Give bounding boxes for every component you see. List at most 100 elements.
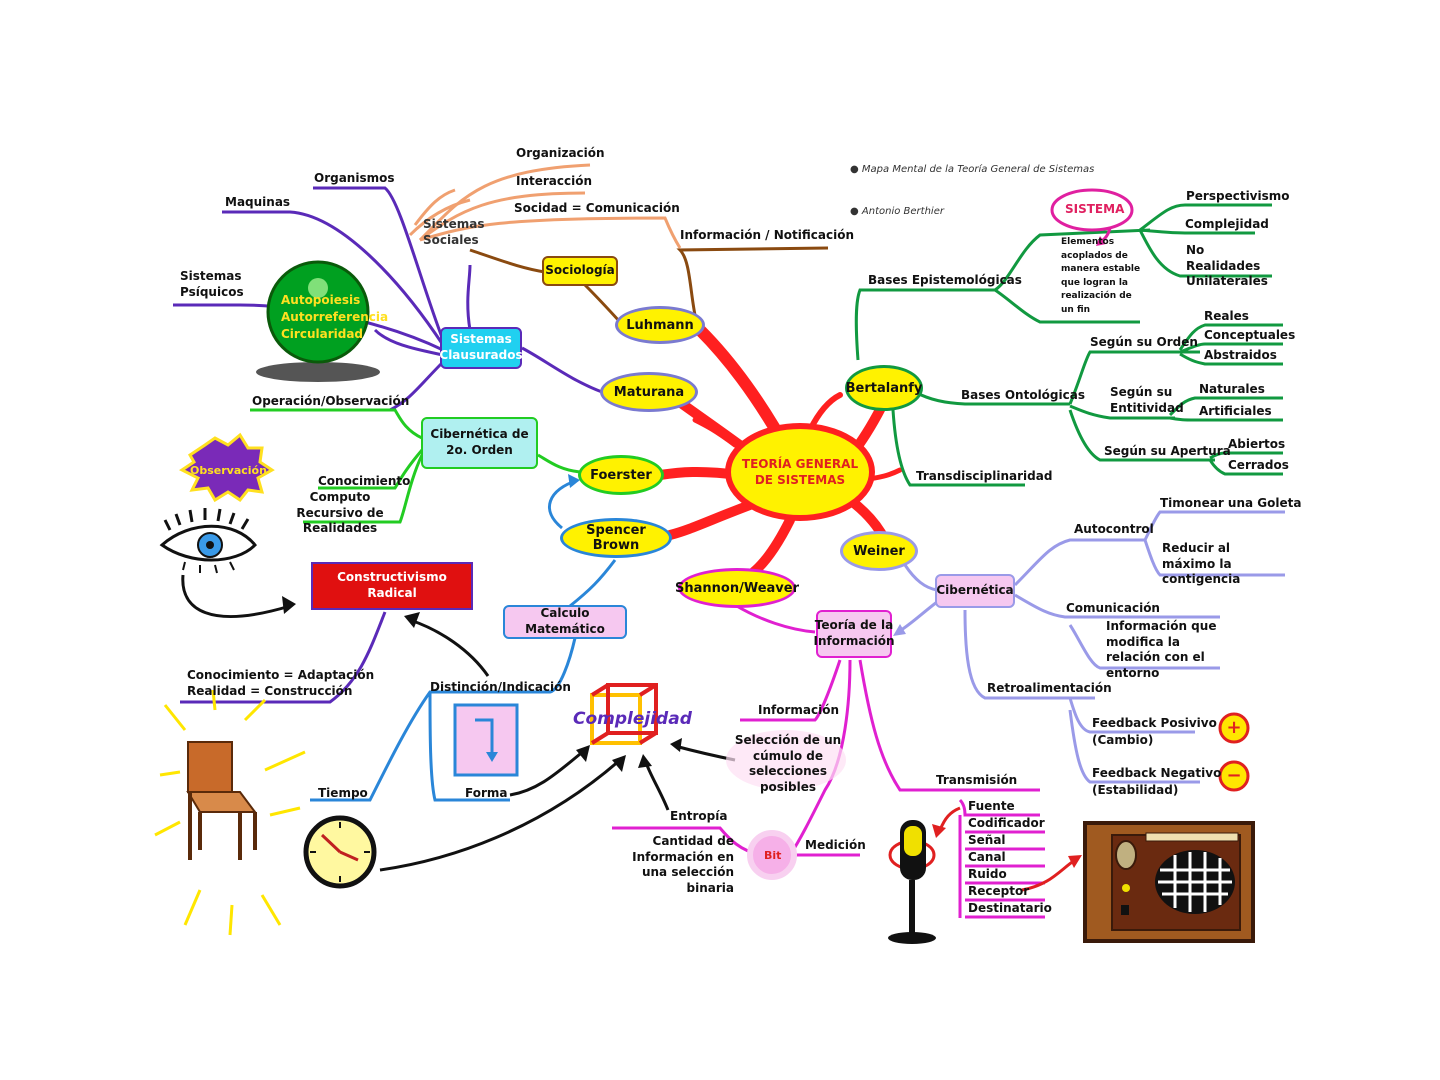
perspectivismo-label: Perspectivismo: [1186, 189, 1290, 203]
shannon-lines: [612, 603, 1045, 919]
radio-arrowhead: [1068, 855, 1082, 868]
weiner-lines: [903, 510, 1285, 784]
black-arrowheads: [282, 596, 682, 772]
foerster-lines: [250, 408, 581, 524]
spencer-brown-node[interactable]: Spencer Brown: [560, 518, 672, 558]
sistemas-sociales-label: Sistemas Sociales: [423, 217, 485, 247]
cantidad-informacion-label: Cantidad de Información en una selección…: [632, 834, 734, 895]
transmision-item: Receptor: [968, 884, 1030, 898]
autopoiesis-circle: [266, 260, 370, 364]
bases-epistemologicas-label: Bases Epistemológicas: [868, 273, 1022, 287]
minus-icon: −: [1226, 765, 1242, 787]
feedback-positivo-label: Feedback Posivivo: [1092, 716, 1217, 730]
autorreferencia-label: Autorreferencia: [281, 310, 389, 324]
transmision-item: Codificador: [968, 816, 1045, 830]
circularidad-label: Circularidad: [281, 327, 364, 341]
seleccion-label: Selección de un cúmulo de selecciones po…: [734, 733, 842, 794]
artificiales-label: Artificiales: [1199, 404, 1272, 418]
bases-ontologicas-label: Bases Ontológicas: [961, 388, 1085, 402]
sociologia-node[interactable]: Sociología: [542, 256, 618, 286]
transmision-item: Canal: [968, 850, 1006, 864]
forma-label: Forma: [465, 786, 508, 800]
plus-circle-shape: [1218, 712, 1250, 744]
retroalimentacion-label: Retroalimentación: [987, 681, 1112, 695]
seleccion-glow: [726, 730, 846, 790]
transdisciplinaridad-label: Transdisciplinaridad: [916, 469, 1053, 483]
luhmann-lines: [469, 246, 829, 324]
sistema-label: SISTEMA: [1065, 202, 1125, 216]
naturales-label: Naturales: [1199, 382, 1265, 396]
microphone-icon: [888, 820, 936, 944]
informacion-label: Información: [758, 703, 840, 717]
cibernetica-2o-orden-node[interactable]: Cibernética de 2o. Orden: [421, 417, 538, 469]
segun-apertura-label: Según su Apertura: [1104, 444, 1231, 458]
weiner-node[interactable]: Weiner: [840, 531, 918, 571]
maturana-node[interactable]: Maturana: [600, 372, 698, 412]
spencer-foerster-arrow: [547, 478, 579, 530]
minus-circle-shape: [1218, 760, 1250, 792]
informacion-notificacion-label: Información / Notificación: [680, 228, 854, 242]
computo-recursivo-label: Computo Recursivo de Realidades: [296, 490, 384, 536]
foerster-node[interactable]: Foerster: [578, 455, 664, 495]
organizacion-label: Organización: [516, 146, 605, 160]
observacion-badge-label: Observación: [190, 464, 267, 477]
info-modifica-label: Información que modifica la relación con…: [1106, 619, 1217, 680]
abstraidos-label: Abstraidos: [1204, 348, 1277, 362]
mic-arrow: [938, 806, 961, 831]
sistemas-clausurados-node[interactable]: Sistemas Clausurados: [439, 327, 523, 369]
map-author-note: ● Antonio Berthier: [850, 206, 944, 217]
chair-icon: [154, 689, 306, 936]
feedback-negativo-sub-label: (Estabilidad): [1092, 783, 1179, 797]
center-node[interactable]: TEORÍA GENERAL DE SISTEMAS: [741, 457, 859, 487]
segun-orden-label: Según su Orden: [1090, 335, 1198, 349]
constructivismo-radical-node[interactable]: Constructivismo Radical: [311, 562, 473, 610]
organismos-label: Organismos: [314, 171, 395, 185]
autopoiesis-label: Autopoiesis: [281, 293, 361, 307]
tiempo-label: Tiempo: [318, 786, 368, 800]
cerrados-label: Cerrados: [1228, 458, 1289, 472]
no-realidades-label: No Realidades Unilaterales: [1186, 243, 1268, 289]
bit-glow: [747, 830, 797, 880]
shannon-weaver-node[interactable]: Shannon/Weaver: [675, 568, 799, 608]
transmision-item: Fuente: [968, 799, 1015, 813]
cibernetica-node[interactable]: Cibernética: [935, 574, 1015, 608]
sistema-oval: [1050, 188, 1134, 232]
conceptuales-label: Conceptuales: [1204, 328, 1296, 342]
autopoiesis-highlight: [308, 278, 328, 298]
weiner-shannon-arrow: [897, 600, 938, 634]
teoria-informacion-node[interactable]: Teoría de la Información: [814, 610, 895, 658]
feedback-positivo-sub-label: (Cambio): [1092, 733, 1154, 747]
autopoiesis-shadow: [256, 362, 380, 382]
cube-icon: [590, 683, 658, 745]
plus-icon: +: [1226, 717, 1242, 739]
conocimiento-adaptacion-label: Conocimiento = Adaptación: [187, 668, 375, 682]
transmision-label: Transmisión: [936, 773, 1018, 787]
segun-entitividad-label: Según su Entitividad: [1110, 385, 1184, 415]
calculo-matematico-node[interactable]: Calculo Matemático: [503, 605, 627, 639]
complejidad-label: Complejidad: [573, 709, 692, 729]
map-title-note: ● Mapa Mental de la Teoría General de Si…: [850, 164, 1095, 175]
abiertos-label: Abiertos: [1228, 437, 1286, 451]
distincion-indicacion-label: Distinción/Indicación: [430, 680, 571, 694]
clock-icon: [303, 815, 377, 889]
sistemas-sociales-lines: [408, 163, 682, 249]
complejidad-epist-label: Complejidad: [1185, 217, 1269, 231]
conocimiento-label: Conocimiento: [318, 474, 411, 488]
entropia-label: Entropía: [670, 809, 728, 823]
timonear-label: Timonear una Goleta: [1160, 496, 1302, 510]
luhmann-node[interactable]: Luhmann: [615, 306, 705, 344]
interaccion-label: Interacción: [516, 174, 593, 188]
transmision-item: Ruido: [968, 867, 1007, 881]
maquinas-label: Maquinas: [225, 195, 291, 209]
realidad-construccion-label: Realidad = Construcción: [187, 684, 353, 698]
constructivismo-lines: [180, 611, 387, 704]
comunicacion-label: Comunicación: [1066, 601, 1160, 615]
eye-icon: [159, 508, 258, 574]
map-author-text: Antonio Berthier: [861, 206, 944, 217]
observacion-starburst: [179, 432, 275, 503]
forma-icon: [453, 703, 519, 777]
bertalanfy-node[interactable]: Bertalanfy: [845, 365, 923, 411]
radio-arrow: [1021, 858, 1076, 892]
